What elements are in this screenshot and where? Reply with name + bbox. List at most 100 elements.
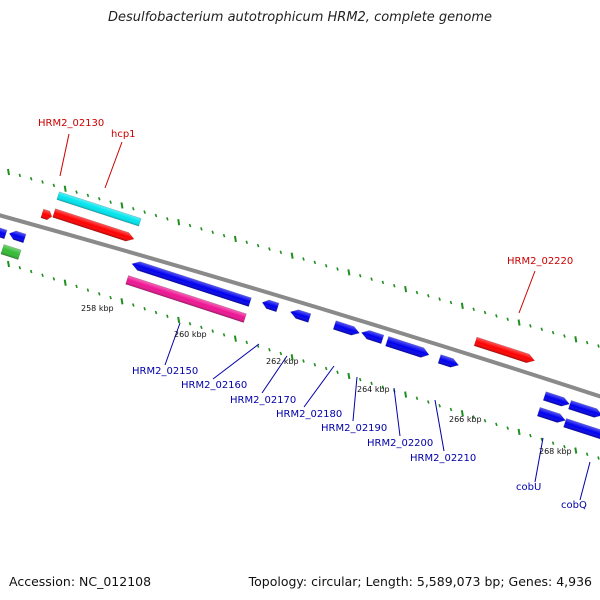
leader-hrm2-02150	[164, 322, 181, 366]
gene-magenta-shade	[125, 275, 247, 323]
accession-text: Accession: NC_012108	[9, 574, 152, 589]
tick-row-lower-49	[563, 445, 566, 449]
tick-row-lower-46	[529, 433, 532, 438]
genome-summary-text: Topology: circular; Length: 5,589,073 bp…	[248, 574, 592, 589]
tick-row-upper-28	[324, 263, 328, 268]
tick-row-lower-40	[460, 410, 464, 417]
tick-row-lower-11	[132, 303, 135, 307]
tick-row-upper-10	[120, 202, 124, 209]
gene-magenta	[125, 275, 247, 323]
gene-green-edge-shade	[0, 244, 22, 260]
tick-row-upper-13	[154, 213, 158, 218]
tick-row-upper-48	[551, 330, 555, 335]
tick-row-lower-23	[268, 348, 271, 352]
tick-row-lower-31	[358, 377, 362, 382]
tick-row-lower-2	[29, 269, 33, 274]
tick-row-lower-51	[585, 452, 589, 457]
gene-hrm2-02130-shade	[56, 191, 142, 227]
gene-hrm2-02180	[332, 320, 360, 336]
scale-label-260: 260 kbp	[174, 330, 207, 339]
gene-cobq-b-shade	[563, 418, 600, 440]
gene-label-hrm2-02160[interactable]: HRM2_02160	[181, 380, 247, 391]
gene-label-hrm2-02170[interactable]: HRM2_02170	[230, 395, 296, 406]
tick-row-lower-0	[7, 260, 10, 268]
tick-row-upper-22	[256, 243, 260, 248]
tick-row-upper-50	[574, 336, 578, 343]
tick-row-lower-29	[336, 370, 339, 374]
scale-labels: 258 kbp 260 kbp 262 kbp 264 kbp 266 kbp …	[81, 304, 572, 456]
gene-blue-edge-1	[0, 226, 8, 240]
tick-row-upper-45	[517, 319, 521, 326]
leader-hrm2-02220	[518, 270, 536, 314]
gene-label-cobu[interactable]: cobU	[516, 482, 541, 493]
tick-row-upper-29	[336, 267, 339, 271]
gene-label-hrm2-02150[interactable]: HRM2_02150	[132, 366, 198, 377]
tick-row-upper-9	[109, 200, 112, 204]
leader-hrm2-02210	[434, 399, 445, 452]
tick-row-upper-31	[358, 273, 362, 278]
tick-row-upper-32	[370, 277, 373, 281]
gene-label-hrm2-02130[interactable]: HRM2_02130	[38, 118, 104, 129]
tick-row-lower-38	[438, 404, 441, 408]
label-leaders	[59, 133, 591, 501]
tick-row-upper-49	[563, 334, 566, 338]
tick-row-lower-36	[415, 396, 419, 401]
tick-row-lower-45	[517, 428, 521, 436]
gene-blue-edge-2	[8, 230, 27, 244]
leader-hrm2-02200	[393, 387, 401, 437]
tick-row-lower-20	[233, 335, 237, 342]
tick-row-lower-1	[18, 265, 22, 270]
gene-label-hcp1[interactable]: hcp1	[111, 129, 136, 140]
tick-row-upper-38	[438, 297, 441, 301]
gene-hrm2-02150	[131, 261, 252, 307]
gene-hrm2-02170-shade	[290, 309, 311, 323]
tick-row-upper-24	[279, 250, 283, 255]
map-title: Desulfobacterium autotrophicum HRM2, com…	[107, 10, 493, 25]
gene-label-hrm2-02200[interactable]: HRM2_02200	[367, 438, 433, 449]
gene-label-hrm2-02190[interactable]: HRM2_02190	[321, 423, 387, 434]
gene-hrm2-02170	[289, 309, 312, 323]
tick-row-upper-0	[7, 168, 10, 176]
gene-features	[0, 191, 600, 440]
gene-cobu-b	[568, 400, 600, 418]
tick-row-upper-5	[63, 185, 67, 192]
gene-blue-edge-2-shade	[9, 230, 26, 243]
tick-row-upper-4	[52, 183, 56, 188]
tick-row-lower-21	[245, 340, 249, 345]
gene-label-hrm2-02220[interactable]: HRM2_02220	[507, 256, 573, 267]
tick-row-upper-42	[483, 310, 487, 315]
tick-row-upper-34	[393, 284, 396, 288]
tick-row-lower-35	[404, 391, 408, 398]
gene-label-cobq[interactable]: cobQ	[561, 500, 587, 511]
tick-row-upper-12	[143, 210, 146, 214]
tick-row-upper-27	[313, 260, 317, 265]
scale-label-262: 262 kbp	[266, 357, 299, 366]
tick-row-lower-18	[211, 329, 214, 333]
tick-row-lower-27	[313, 362, 317, 367]
gene-label-hrm2-02180[interactable]: HRM2_02180	[276, 409, 342, 420]
tick-row-lower-48	[551, 441, 555, 445]
gene-cobu-shade	[543, 391, 570, 407]
tick-row-upper-23	[268, 247, 271, 251]
gene-hrm2-02150-shade	[132, 261, 252, 307]
tick-row-lower-42	[483, 418, 487, 423]
gene-cobq-b	[563, 418, 600, 440]
tick-row-upper-36	[415, 290, 419, 295]
tick-row-lower-14	[166, 314, 169, 318]
leader-hrm2-02130	[59, 133, 70, 177]
tick-row-upper-8	[98, 197, 101, 201]
tick-row-upper-21	[245, 240, 249, 245]
gene-label-hrm2-02210[interactable]: HRM2_02210	[410, 453, 476, 464]
tick-row-upper-37	[427, 294, 430, 298]
tick-row-lower-41	[472, 415, 475, 419]
tick-row-lower-30	[347, 372, 351, 380]
tick-row-upper-17	[200, 227, 203, 231]
scale-label-266: 266 kbp	[449, 415, 482, 424]
leader-hcp1	[104, 141, 123, 189]
gene-cobu-b-shade	[568, 400, 600, 418]
tick-row-lower-52	[597, 456, 600, 460]
tick-row-upper-15	[177, 219, 181, 226]
gene-cobq-shade	[537, 407, 566, 423]
tick-row-upper-43	[495, 314, 498, 318]
